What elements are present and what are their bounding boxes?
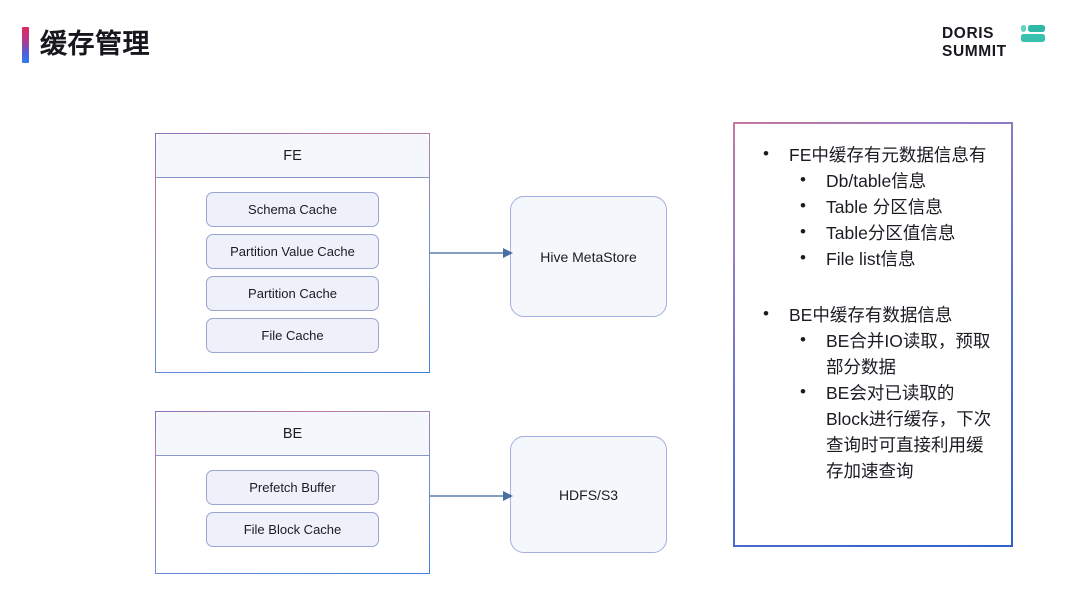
note-group-be: BE中缓存有数据信息 BE合并IO读取，预取部分数据 BE会对已读取的Block… bbox=[751, 301, 997, 484]
cache-chip-schema[interactable]: Schema Cache bbox=[206, 192, 379, 227]
fe-node: FE Schema Cache Partition Value Cache Pa… bbox=[155, 133, 430, 373]
hive-metastore-node[interactable]: Hive MetaStore bbox=[510, 196, 667, 317]
cache-chip-prefetch-buffer[interactable]: Prefetch Buffer bbox=[206, 470, 379, 505]
logo-text-summit: SUMMIT bbox=[942, 43, 1007, 60]
cache-chip-partition[interactable]: Partition Cache bbox=[206, 276, 379, 311]
be-header: BE bbox=[156, 412, 429, 456]
be-node: BE Prefetch Buffer File Block Cache bbox=[155, 411, 430, 574]
slide-header: 缓存管理 DORIS SUMMIT bbox=[0, 0, 1080, 95]
doris-block-bottom bbox=[1021, 34, 1045, 42]
doris-summit-logo: DORIS SUMMIT bbox=[942, 24, 1062, 68]
note-item-be-block-cache: BE会对已读取的Block进行缓存，下次查询时可直接利用缓存加速查询 bbox=[751, 379, 997, 484]
cache-chip-file[interactable]: File Cache bbox=[206, 318, 379, 353]
arrow-be-to-hdfs-s3 bbox=[430, 491, 513, 501]
note-item-table-partition: Table 分区信息 bbox=[751, 193, 997, 220]
page-title: 缓存管理 bbox=[40, 29, 150, 59]
notes-panel: FE中缓存有元数据信息有 Db/table信息 Table 分区信息 Table… bbox=[733, 122, 1013, 547]
note-heading-fe: FE中缓存有元数据信息有 bbox=[751, 141, 997, 168]
logo-text-doris: DORIS bbox=[942, 25, 995, 42]
doris-blocks-icon bbox=[1021, 25, 1046, 44]
be-cache-list: Prefetch Buffer File Block Cache bbox=[156, 456, 429, 547]
note-item-file-list: File list信息 bbox=[751, 245, 997, 272]
doris-block-accent bbox=[1021, 25, 1026, 32]
note-heading-be: BE中缓存有数据信息 bbox=[751, 301, 997, 328]
note-group-fe: FE中缓存有元数据信息有 Db/table信息 Table 分区信息 Table… bbox=[751, 141, 997, 272]
note-item-db-table: Db/table信息 bbox=[751, 167, 997, 194]
hdfs-s3-node[interactable]: HDFS/S3 bbox=[510, 436, 667, 553]
note-item-be-merge-io: BE合并IO读取，预取部分数据 bbox=[751, 327, 997, 380]
cache-chip-partition-value[interactable]: Partition Value Cache bbox=[206, 234, 379, 269]
fe-header: FE bbox=[156, 134, 429, 178]
doris-block-top bbox=[1028, 25, 1045, 32]
note-sublist-be: BE合并IO读取，预取部分数据 BE会对已读取的Block进行缓存，下次查询时可… bbox=[751, 327, 997, 484]
note-spacer bbox=[751, 276, 997, 302]
cache-chip-file-block[interactable]: File Block Cache bbox=[206, 512, 379, 547]
arrow-fe-to-hive-metastore bbox=[430, 248, 513, 258]
fe-cache-list: Schema Cache Partition Value Cache Parti… bbox=[156, 178, 429, 353]
title-accent-bar bbox=[22, 27, 29, 63]
note-sublist-fe: Db/table信息 Table 分区信息 Table分区值信息 File li… bbox=[751, 167, 997, 272]
note-item-table-partition-value: Table分区值信息 bbox=[751, 219, 997, 246]
